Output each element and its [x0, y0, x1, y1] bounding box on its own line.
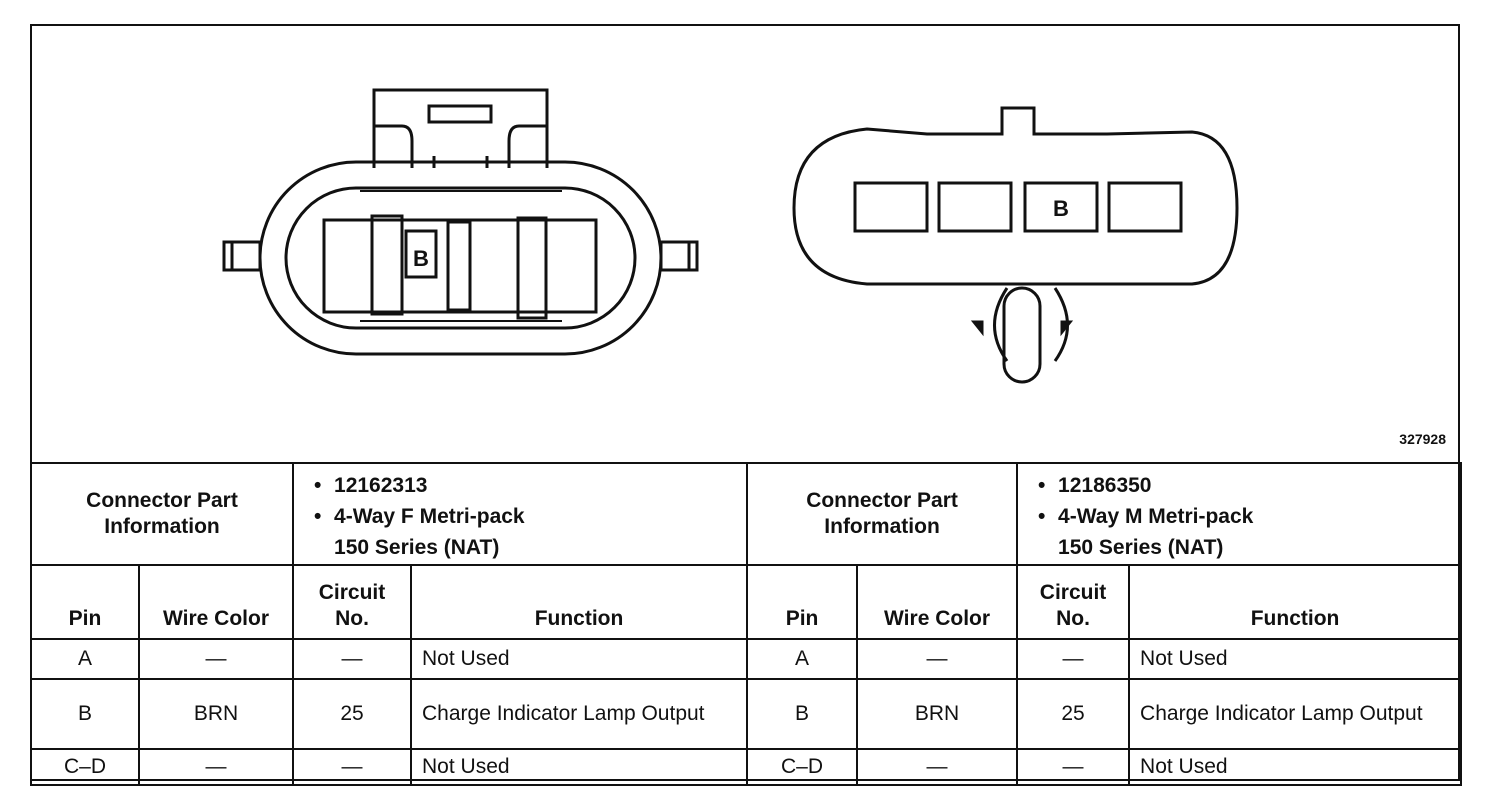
female-connector [222, 88, 699, 356]
col-function-left: Function [410, 564, 749, 640]
part-number-right: 12186350 [1038, 470, 1450, 501]
connector-info-row: Connector Part Information 12162313 4-Wa… [29, 462, 1463, 566]
connector-info-label-left: Connector Part Information [29, 462, 295, 566]
pin-cell: C–D [30, 748, 140, 786]
wire-color-cell: — [856, 638, 1019, 680]
function-cell: Charge Indicator Lamp Output [410, 678, 749, 750]
col-pin-right: Pin [746, 564, 859, 640]
pin-cell: A [30, 638, 140, 680]
circuit-cell: 25 [292, 678, 413, 750]
table-row: A — — Not Used A — — Not Used [30, 638, 1463, 680]
part-number-left: 12162313 [314, 470, 736, 501]
col-wire-color-right: Wire Color [856, 564, 1019, 640]
function-cell: Not Used [410, 638, 749, 680]
wire-color-cell: — [856, 748, 1019, 786]
wire-color-cell: BRN [856, 678, 1019, 750]
col-wire-color-left: Wire Color [137, 564, 295, 640]
pin-cell: A [746, 638, 859, 680]
col-circuit-right: Circuit No. [1016, 564, 1131, 640]
function-cell: Not Used [410, 748, 749, 786]
female-pin-b-label: B [413, 246, 429, 271]
header-row: Pin Wire Color Circuit No. Function Pin … [30, 564, 1463, 640]
col-pin-left: Pin [30, 564, 140, 640]
wire-color-cell: — [137, 748, 295, 786]
function-cell: Charge Indicator Lamp Output [1128, 678, 1463, 750]
diagram-frame: B B 327928 Connector Part Information [29, 24, 1463, 786]
pinout-table: Connector Part Information 12162313 4-Wa… [29, 462, 1463, 786]
table-row: C–D — — Not Used C–D — — Not Used [30, 748, 1463, 786]
figure-id: 327928 [1399, 431, 1446, 447]
circuit-cell: — [292, 638, 413, 680]
male-connector [792, 106, 1239, 384]
circuit-cell: — [1016, 748, 1131, 786]
circuit-cell: — [292, 748, 413, 786]
female-pin-b-box [404, 229, 438, 279]
pin-cell: B [746, 678, 859, 750]
circuit-cell: 25 [1016, 678, 1131, 750]
pin-cell: C–D [746, 748, 859, 786]
pin-cell: B [30, 678, 140, 750]
male-pin-b-box [1023, 181, 1099, 233]
wire-color-cell: — [137, 638, 295, 680]
table-row: B BRN 25 Charge Indicator Lamp Output B … [30, 678, 1463, 750]
connector-info-label-right: Connector Part Information [746, 462, 1019, 566]
col-function-right: Function [1128, 564, 1463, 640]
circuit-cell: — [1016, 638, 1131, 680]
function-cell: Not Used [1128, 748, 1463, 786]
connector-illustration: B B [222, 88, 1239, 384]
function-cell: Not Used [1128, 638, 1463, 680]
wire-color-cell: BRN [137, 678, 295, 750]
col-circuit-left: Circuit No. [292, 564, 413, 640]
male-pin-b-label: B [1053, 196, 1069, 221]
connector-figure: B B 327928 [32, 26, 1458, 462]
